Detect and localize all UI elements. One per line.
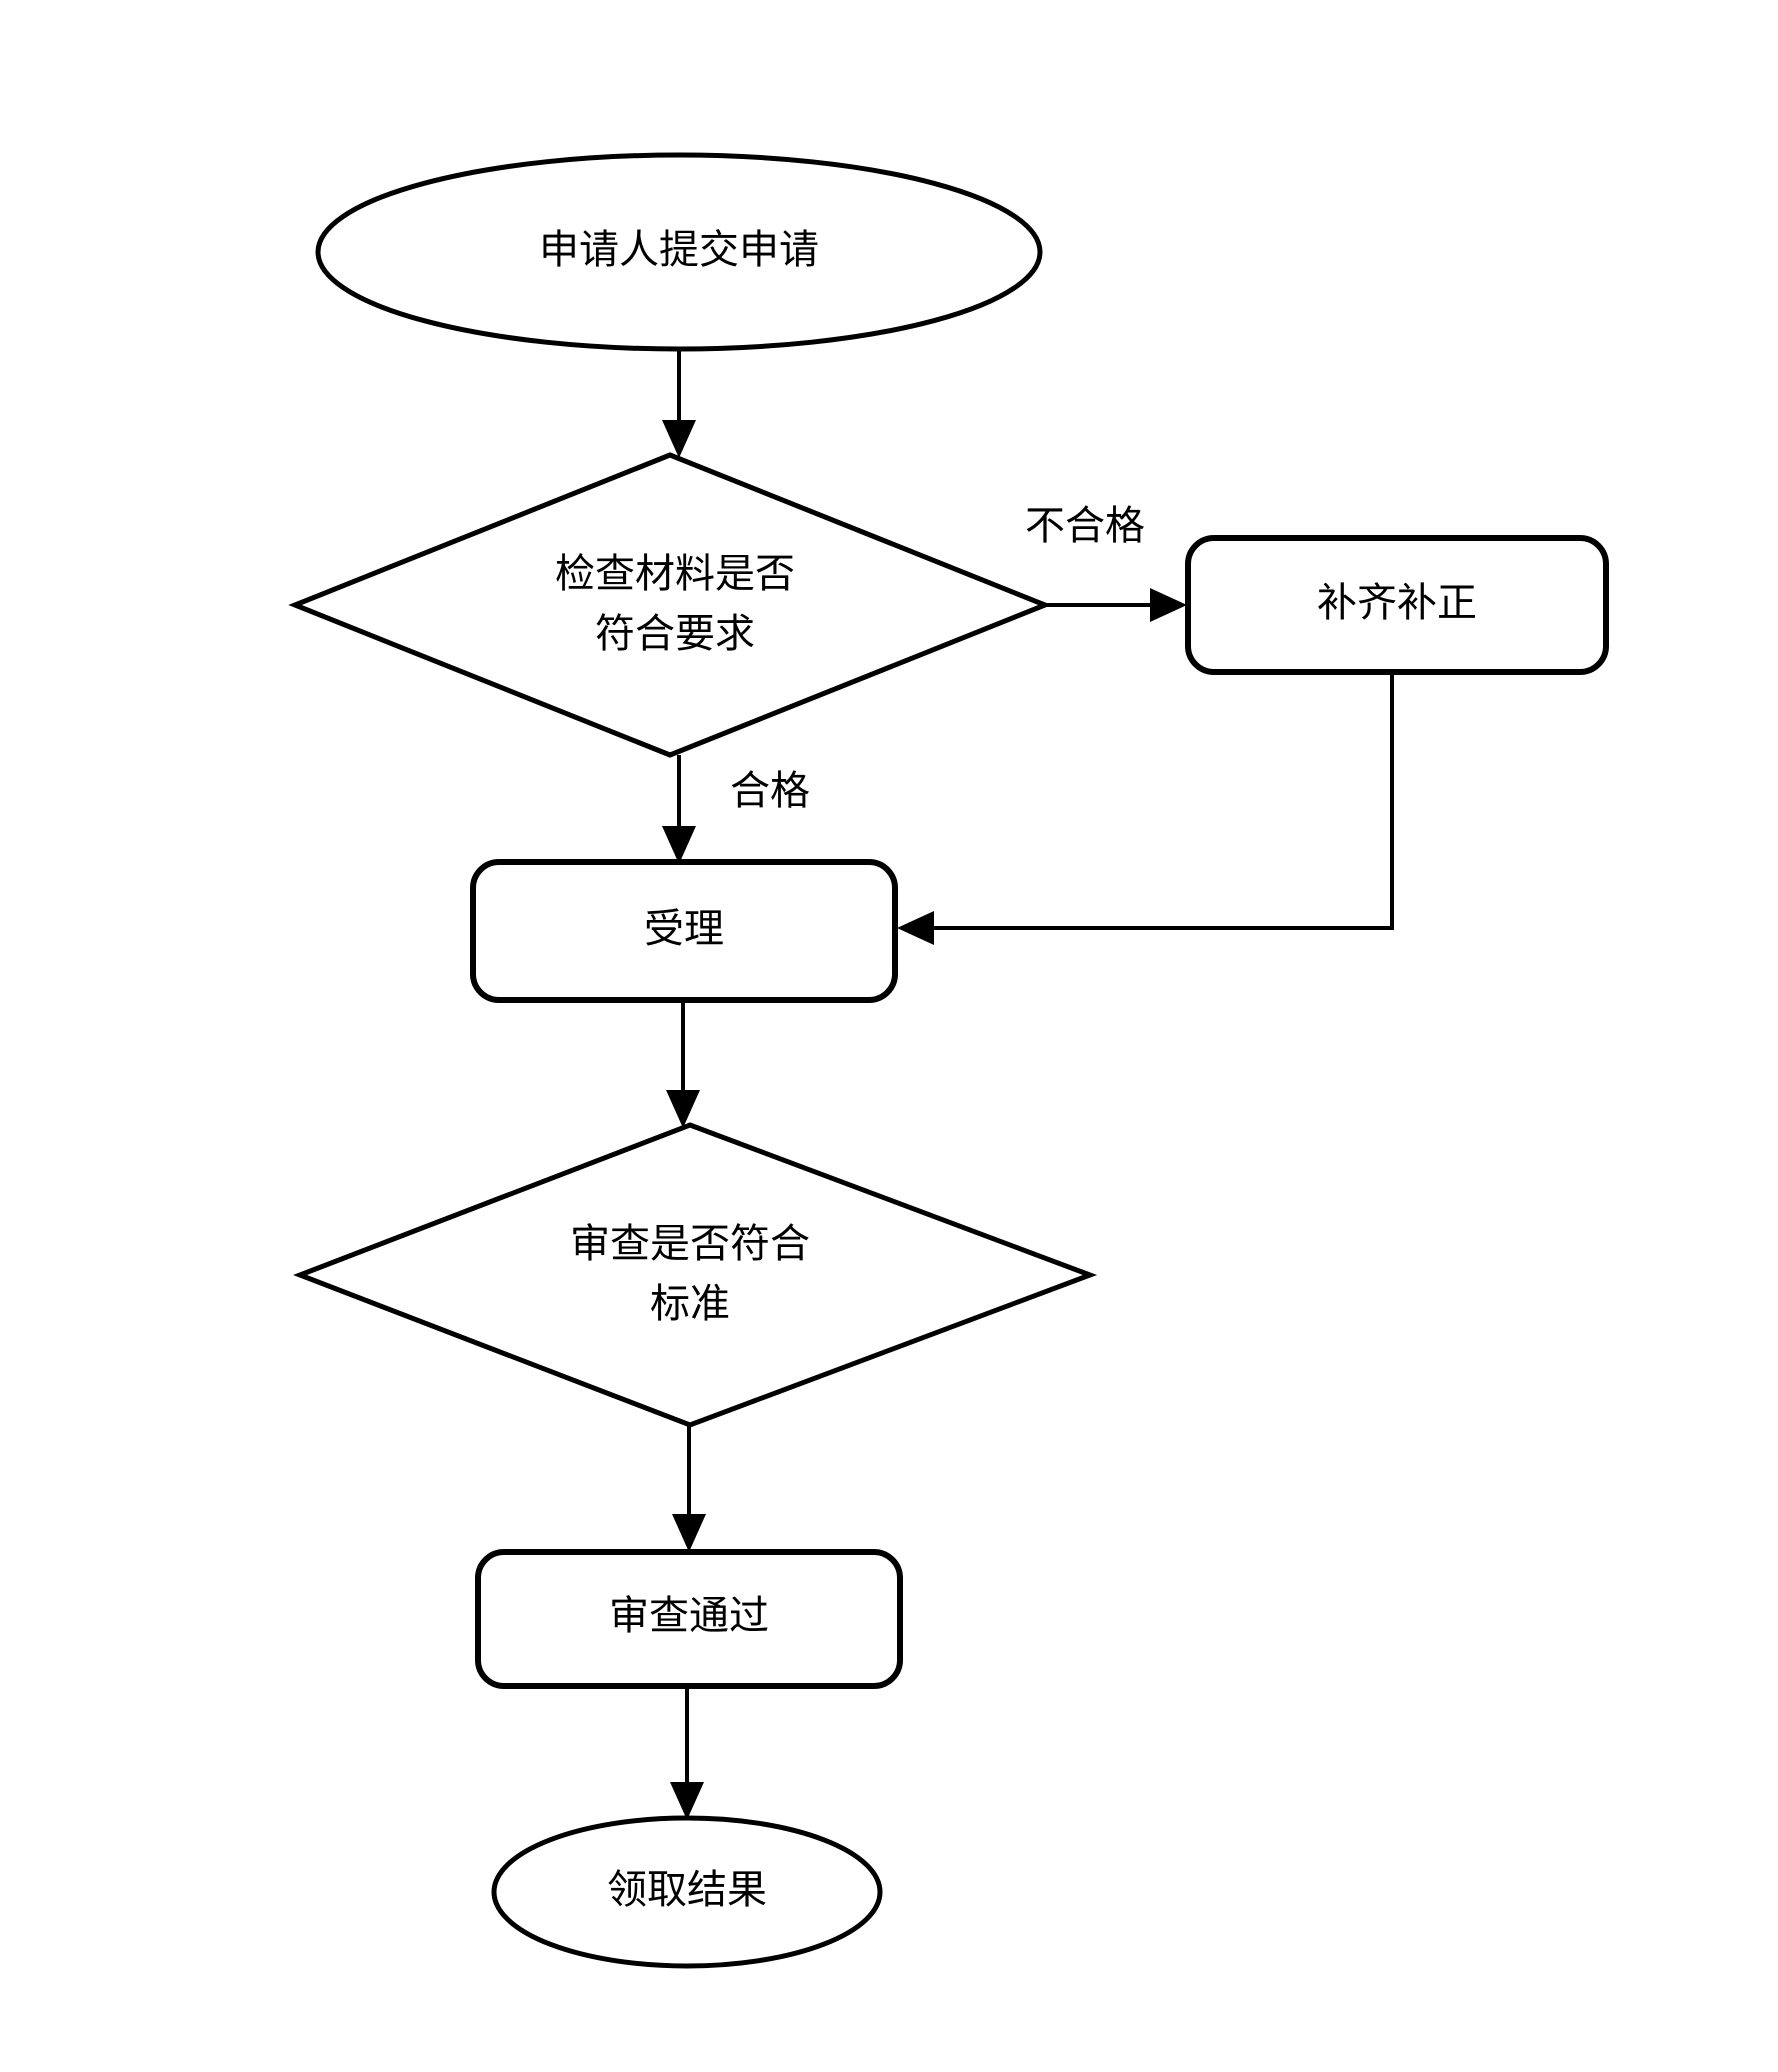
review-standard-label-line2: 标准 [650,1281,730,1326]
edge-label-fail: 不合格 [1025,503,1145,548]
review-standard-diamond-shape [293,1122,1098,1428]
review-passed-rect-shape [475,1549,903,1689]
accept-label: 受理 [644,906,724,951]
edge-check-to-accept [662,755,696,864]
edge-review-to-passed [672,1425,706,1552]
node-review-standard[interactable]: 审查是否符合 标准 [293,1122,1098,1428]
node-supplement[interactable]: 补齐补正 [1185,535,1609,675]
supplement-rect-shape [1185,535,1609,675]
edge-start-to-check [662,350,696,458]
end-label: 领取结果 [607,1867,767,1912]
node-check-materials[interactable]: 检查材料是否 符合要求 [288,452,1052,758]
check-materials-diamond-shape [288,452,1052,758]
node-review-passed[interactable]: 审查通过 [475,1549,903,1689]
node-start[interactable]: 申请人提交申请 [315,152,1043,352]
node-end[interactable]: 领取结果 [491,1815,883,1969]
edge-label-pass: 合格 [730,768,810,813]
check-materials-label-line2: 符合要求 [595,611,755,656]
end-ellipse-shape [491,1815,883,1969]
check-materials-label-line1: 检查材料是否 [555,551,795,596]
start-label: 申请人提交申请 [539,227,819,272]
review-passed-label: 审查通过 [609,1593,769,1638]
accept-rect-shape [470,859,898,1003]
edge-passed-to-end [670,1685,704,1820]
edge-supplement-to-accept [897,672,1394,945]
start-ellipse-shape [315,152,1043,352]
edge-accept-to-review [666,1000,700,1128]
node-accept[interactable]: 受理 [470,859,898,1003]
review-standard-label-line1: 审查是否符合 [570,1221,810,1266]
edge-check-to-supplement [1045,588,1187,622]
supplement-label: 补齐补正 [1317,580,1477,625]
